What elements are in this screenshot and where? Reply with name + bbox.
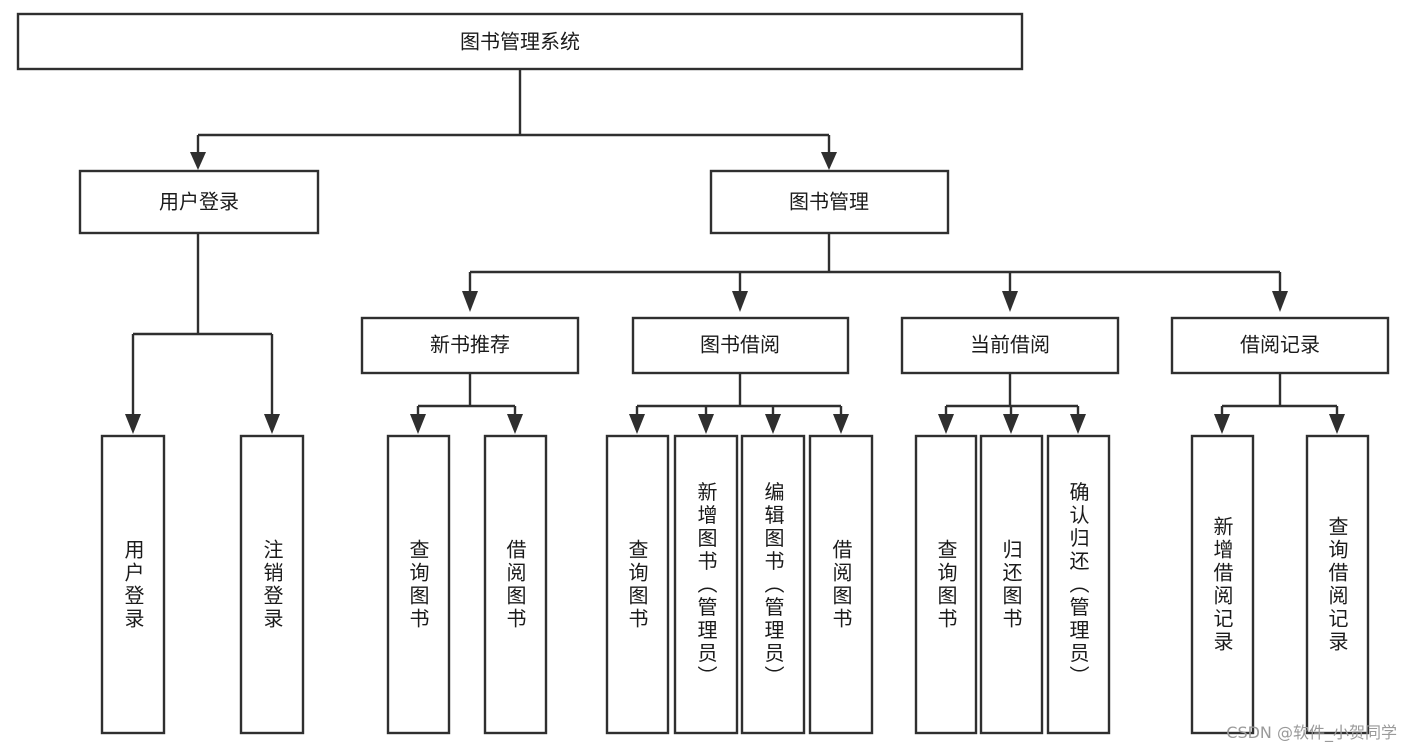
node-leaf-user-logout-box[interactable]	[239, 434, 305, 735]
node-leaf-borrow-borrow-book[interactable]: 借阅图书	[808, 434, 874, 735]
node-book-borrow[interactable]: 图书借阅	[631, 316, 850, 375]
node-leaf-cur-query-book-box[interactable]	[914, 434, 978, 735]
node-user-login-label: 用户登录	[159, 190, 239, 214]
arrow-to-leaf-borrow-edit-book	[765, 414, 781, 434]
node-leaf-borrow-borrow-book-box[interactable]	[808, 434, 874, 735]
edge-borrow-record-to-bus	[1220, 373, 1339, 418]
node-borrow-record[interactable]: 借阅记录	[1170, 316, 1390, 375]
arrow-to-leaf-cur-confirm-return	[1070, 414, 1086, 434]
node-leaf-cur-confirm-return-box[interactable]	[1046, 434, 1111, 735]
node-leaf-cur-return-book[interactable]: 归还图书	[979, 434, 1044, 735]
node-leaf-user-login[interactable]: 用户登录	[100, 434, 166, 735]
arrow-to-leaf-rec-add-record	[1214, 414, 1230, 434]
node-leaf-rec-add-record-label: 新增借阅记录	[1210, 516, 1234, 654]
node-leaf-cur-return-book-box[interactable]	[979, 434, 1044, 735]
edge-root-to-level2-bus	[196, 69, 831, 156]
node-user-login[interactable]: 用户登录	[78, 169, 320, 235]
node-leaf-cur-return-book-label: 归还图书	[999, 539, 1023, 631]
node-leaf-rec-borrow-book-box[interactable]	[483, 434, 548, 735]
node-leaf-borrow-add-book[interactable]: 新增图书（管理员）	[673, 434, 739, 735]
arrow-to-leaf-rec-query-book	[410, 414, 426, 434]
node-leaf-borrow-query-book[interactable]: 查询图书	[605, 434, 670, 735]
edge-current-borrow-to-bus	[944, 373, 1080, 418]
node-leaf-user-logout-label: 注销登录	[260, 539, 284, 631]
edge-user-login-to-bus	[131, 233, 274, 418]
arrow-to-leaf-borrow-borrow-book	[833, 414, 849, 434]
nodes-layer: 图书管理系统 用户登录 图书管理 新书推荐 图书借阅	[16, 12, 1390, 735]
node-new-book-rec-label: 新书推荐	[430, 333, 510, 357]
node-borrow-record-label: 借阅记录	[1240, 333, 1320, 357]
node-book-manage[interactable]: 图书管理	[709, 169, 950, 235]
arrow-to-leaf-borrow-add-book	[698, 414, 714, 434]
arrow-to-leaf-user-login	[125, 414, 141, 434]
edge-new-book-rec-to-bus	[416, 373, 517, 418]
node-leaf-cur-query-book-label: 查询图书	[934, 539, 958, 631]
node-leaf-cur-confirm-return-label: 确认归还（管理员）	[1066, 481, 1090, 688]
node-user-login-box[interactable]	[78, 169, 320, 235]
arrow-to-leaf-cur-query-book	[938, 414, 954, 434]
node-current-borrow[interactable]: 当前借阅	[900, 316, 1120, 375]
node-leaf-rec-query-record[interactable]: 查询借阅记录	[1305, 434, 1370, 735]
node-new-book-rec[interactable]: 新书推荐	[360, 316, 580, 375]
node-leaf-borrow-query-book-box[interactable]	[605, 434, 670, 735]
node-leaf-rec-query-record-label: 查询借阅记录	[1325, 516, 1349, 654]
edge-book-borrow-to-bus	[635, 373, 843, 418]
node-leaf-user-login-label: 用户登录	[121, 539, 145, 631]
arrow-to-leaf-rec-query-record	[1329, 414, 1345, 434]
arrow-to-leaf-user-logout	[264, 414, 280, 434]
node-leaf-rec-add-record-box[interactable]	[1190, 434, 1255, 735]
arrow-to-book-manage	[821, 152, 837, 170]
node-borrow-record-box[interactable]	[1170, 316, 1390, 375]
arrow-to-user-login	[190, 152, 206, 170]
node-leaf-borrow-query-book-label: 查询图书	[625, 539, 649, 631]
node-leaf-borrow-edit-book-box[interactable]	[740, 434, 806, 735]
node-current-borrow-box[interactable]	[900, 316, 1120, 375]
arrow-to-new-book-rec	[462, 291, 478, 312]
node-leaf-borrow-add-book-label: 新增图书（管理员）	[694, 481, 718, 688]
node-leaf-rec-borrow-book[interactable]: 借阅图书	[483, 434, 548, 735]
node-book-borrow-label: 图书借阅	[700, 333, 780, 357]
node-root[interactable]: 图书管理系统	[16, 12, 1024, 71]
node-leaf-rec-query-book-box[interactable]	[386, 434, 451, 735]
node-book-borrow-box[interactable]	[631, 316, 850, 375]
node-leaf-rec-query-book[interactable]: 查询图书	[386, 434, 451, 735]
arrow-to-leaf-cur-return-book	[1003, 414, 1019, 434]
node-leaf-rec-borrow-book-label: 借阅图书	[503, 539, 527, 631]
arrow-to-leaf-rec-borrow-book	[507, 414, 523, 434]
node-leaf-user-logout[interactable]: 注销登录	[239, 434, 305, 735]
node-leaf-user-login-box[interactable]	[100, 434, 166, 735]
arrow-to-leaf-borrow-query-book	[629, 414, 645, 434]
node-leaf-borrow-edit-book-label: 编辑图书（管理员）	[761, 481, 785, 688]
node-leaf-rec-add-record[interactable]: 新增借阅记录	[1190, 434, 1255, 735]
node-leaf-cur-confirm-return[interactable]: 确认归还（管理员）	[1046, 434, 1111, 735]
arrow-to-current-borrow	[1002, 291, 1018, 312]
node-leaf-borrow-borrow-book-label: 借阅图书	[829, 539, 853, 631]
node-root-label: 图书管理系统	[460, 30, 580, 54]
arrow-to-book-borrow	[732, 291, 748, 312]
node-leaf-rec-query-record-box[interactable]	[1305, 434, 1370, 735]
node-leaf-cur-query-book[interactable]: 查询图书	[914, 434, 978, 735]
node-book-manage-box[interactable]	[709, 169, 950, 235]
edge-book-manage-to-level3-bus	[468, 233, 1282, 295]
edges-layer	[125, 69, 1345, 434]
node-leaf-borrow-edit-book[interactable]: 编辑图书（管理员）	[740, 434, 806, 735]
node-leaf-borrow-add-book-box[interactable]	[673, 434, 739, 735]
node-book-manage-label: 图书管理	[789, 190, 869, 214]
node-new-book-rec-box[interactable]	[360, 316, 580, 375]
arrow-to-borrow-record	[1272, 291, 1288, 312]
node-root-box[interactable]	[16, 12, 1024, 71]
node-current-borrow-label: 当前借阅	[970, 333, 1050, 357]
node-leaf-rec-query-book-label: 查询图书	[406, 539, 430, 631]
